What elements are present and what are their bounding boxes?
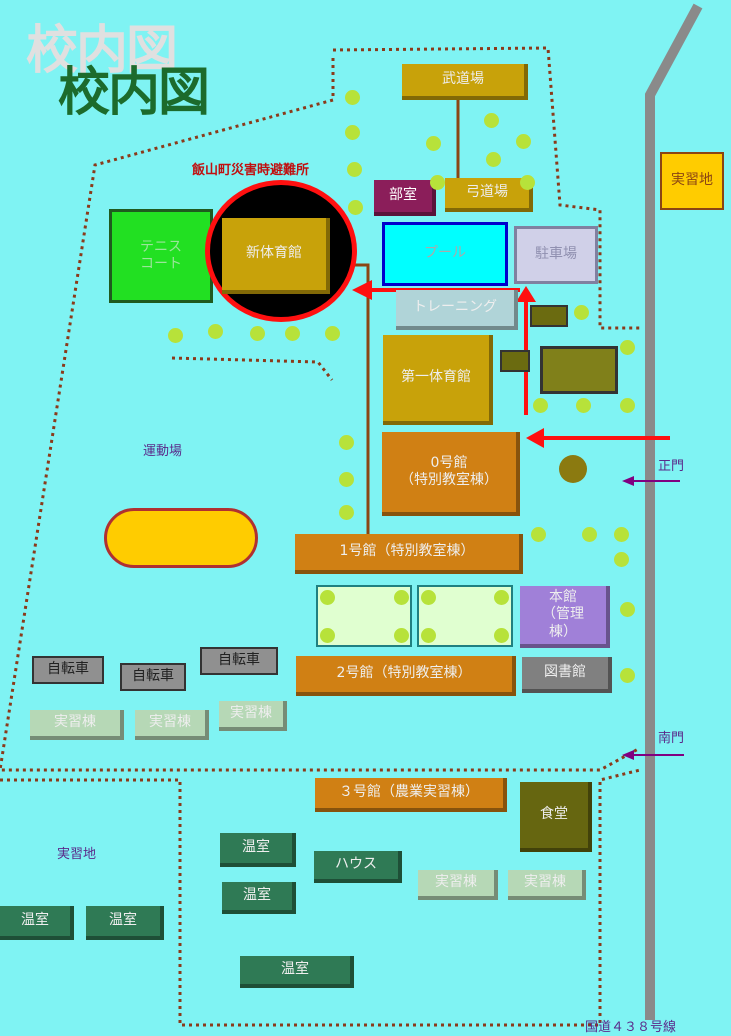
tree-icon bbox=[614, 527, 629, 542]
jisshuto-3: 実習棟 bbox=[219, 701, 287, 731]
south-gate-arrow-head bbox=[622, 750, 634, 760]
jisshuto-4: 実習棟 bbox=[418, 870, 498, 900]
tree-icon bbox=[494, 590, 509, 605]
toshokan-building: 図書館 bbox=[522, 657, 612, 693]
bicycle-shed-3: 自転車 bbox=[200, 647, 278, 675]
tree-icon bbox=[620, 602, 635, 617]
tree-icon bbox=[421, 590, 436, 605]
tree-icon bbox=[620, 340, 635, 355]
onshitsu-3: 温室 bbox=[0, 906, 74, 940]
tree-icon bbox=[582, 527, 597, 542]
tree-icon bbox=[620, 398, 635, 413]
onshitsu-1: 温室 bbox=[220, 833, 296, 867]
jisshuchi-east: 実習地 bbox=[660, 152, 724, 210]
connector-line-2 bbox=[330, 263, 370, 535]
tree-icon bbox=[421, 628, 436, 643]
tree-icon bbox=[576, 398, 591, 413]
tree-icon bbox=[394, 628, 409, 643]
bushitsu-building: 部室 bbox=[374, 180, 436, 216]
highway-438 bbox=[645, 3, 703, 1020]
tree-icon bbox=[339, 435, 354, 450]
shin-taiikukan-building: 新体育館 bbox=[222, 218, 330, 294]
olive-building bbox=[540, 346, 618, 394]
bicycle-shed-1: 自転車 bbox=[32, 656, 104, 684]
shokudo-building: 食堂 bbox=[520, 782, 592, 852]
tennis-court: テニス コート bbox=[109, 209, 213, 303]
small-shed-2 bbox=[500, 350, 530, 372]
seimon-label: 正門 bbox=[658, 459, 685, 474]
daiichi-taiikukan-building: 第一体育館 bbox=[383, 335, 493, 425]
tree-icon bbox=[320, 628, 335, 643]
tree-icon bbox=[339, 505, 354, 520]
boundary-inner bbox=[171, 356, 334, 381]
tree-icon bbox=[208, 324, 223, 339]
road-label: 国道４３８号線 bbox=[585, 1020, 677, 1035]
tree-icon bbox=[533, 398, 548, 413]
tree-icon bbox=[516, 134, 531, 149]
jisshuchi-label: 実習地 bbox=[57, 847, 97, 862]
onshitsu-4: 温室 bbox=[86, 906, 164, 940]
honkan-building: 本館 （管理 棟） bbox=[520, 586, 610, 648]
farm-boundary bbox=[0, 768, 641, 1027]
tree-icon bbox=[320, 590, 335, 605]
arrow-left-head bbox=[352, 280, 372, 300]
tree-icon bbox=[520, 175, 535, 190]
onshitsu-5: 温室 bbox=[240, 956, 354, 988]
house-building: ハウス bbox=[314, 851, 402, 883]
tree-icon bbox=[531, 527, 546, 542]
onshitsu-2: 温室 bbox=[222, 882, 296, 914]
kyudojo-building: 弓道場 bbox=[445, 178, 533, 212]
tree-icon bbox=[486, 152, 501, 167]
tree-round bbox=[559, 455, 587, 483]
pool: プール bbox=[382, 222, 508, 286]
gou3-building: ３号館（農業実習棟） bbox=[315, 778, 507, 812]
tree-icon bbox=[325, 326, 340, 341]
jisshuto-5: 実習棟 bbox=[508, 870, 586, 900]
bicycle-shed-2: 自転車 bbox=[120, 663, 186, 691]
gou0-building: 0号館 （特別教室棟） bbox=[382, 432, 520, 516]
tree-icon bbox=[250, 326, 265, 341]
tree-icon bbox=[426, 136, 441, 151]
undojo-label: 運動場 bbox=[143, 444, 183, 459]
tree-icon bbox=[614, 552, 629, 567]
arrow-gate-head bbox=[526, 428, 544, 448]
tree-icon bbox=[348, 200, 363, 215]
tree-icon bbox=[285, 326, 300, 341]
minamimon-label: 南門 bbox=[658, 731, 685, 746]
campus-boundary-north bbox=[332, 46, 640, 330]
jisshuto-1: 実習棟 bbox=[30, 710, 124, 740]
tree-icon bbox=[347, 162, 362, 177]
gou1-building: 1号館（特別教室棟） bbox=[295, 534, 523, 574]
tree-icon bbox=[345, 125, 360, 140]
budojo-building: 武道場 bbox=[402, 64, 528, 100]
tree-icon bbox=[574, 305, 589, 320]
gate-arrow-head bbox=[622, 476, 634, 486]
tree-icon bbox=[494, 628, 509, 643]
title-shadow: 校内図 bbox=[26, 21, 178, 81]
evacuation-label: 飯山町災害時避難所 bbox=[192, 163, 310, 178]
campus-boundary bbox=[0, 58, 641, 772]
tree-icon bbox=[484, 113, 499, 128]
jisshuto-2: 実習棟 bbox=[135, 710, 209, 740]
map-title: 校内図 bbox=[58, 63, 210, 123]
arrow-up-head bbox=[516, 286, 536, 302]
training-building: トレーニング bbox=[396, 290, 518, 330]
tree-icon bbox=[620, 668, 635, 683]
gou2-building: 2号館（特別教室棟） bbox=[296, 656, 516, 696]
tree-icon bbox=[168, 328, 183, 343]
tree-icon bbox=[345, 90, 360, 105]
tree-icon bbox=[430, 175, 445, 190]
small-shed bbox=[530, 305, 568, 327]
parking-lot: 駐車場 bbox=[514, 226, 598, 284]
track bbox=[104, 508, 258, 568]
tree-icon bbox=[339, 472, 354, 487]
tree-icon bbox=[394, 590, 409, 605]
